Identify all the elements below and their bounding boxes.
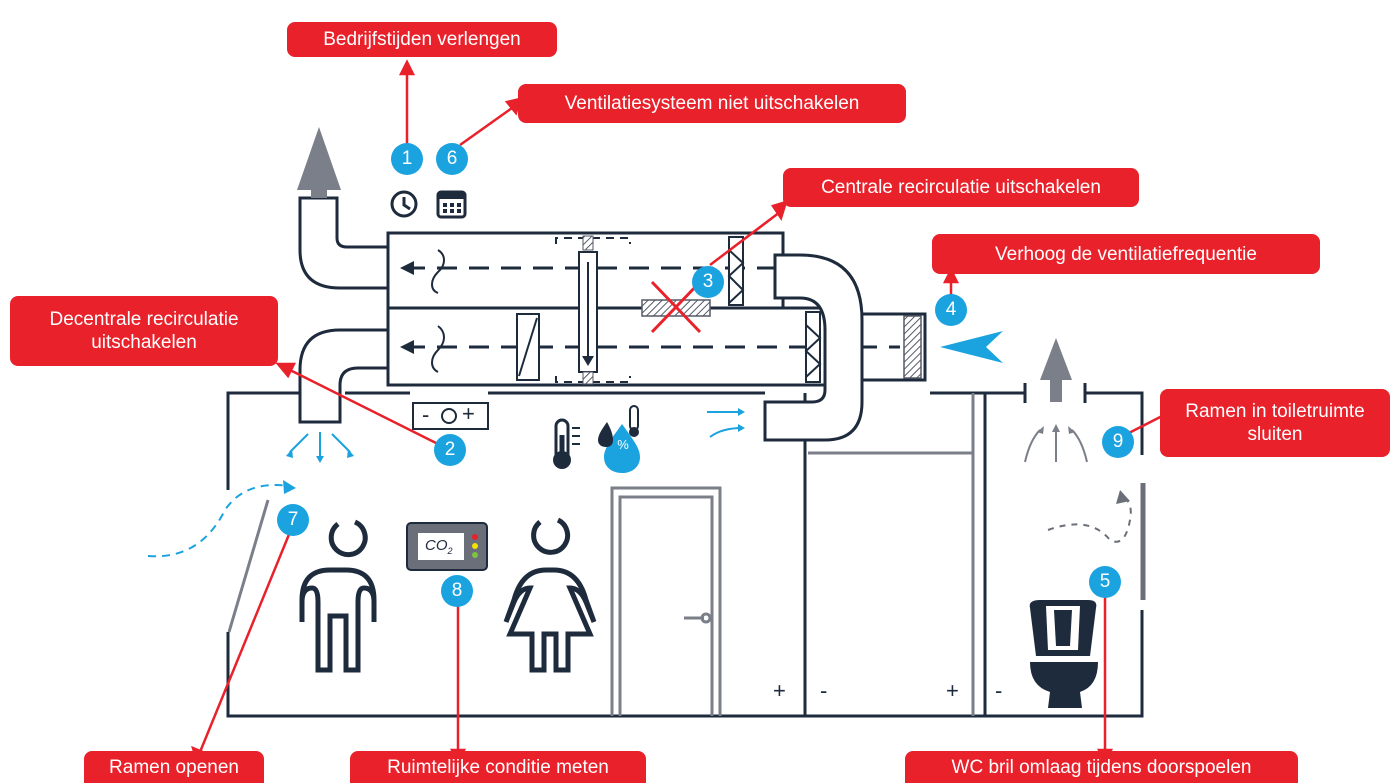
filter-icon (727, 236, 822, 383)
room2-minus-sign: - (820, 678, 828, 703)
co2-label: CO2 (425, 537, 453, 556)
humidity-percent-label: % (617, 437, 629, 452)
callout-ruimtelijke-conditie-meten: Ruimtelijke conditie meten (350, 751, 646, 783)
intake-arrow (940, 331, 1003, 363)
toilet-icon (1029, 600, 1098, 708)
callout-ramen-in-toiletruimte-sluiten: Ramen in toiletruimte sluiten (1160, 389, 1390, 457)
badge-8: 8 (441, 575, 473, 607)
badge-9: 9 (1102, 426, 1134, 458)
humidity-icon (598, 405, 640, 473)
supply-duct (286, 328, 390, 463)
badge-5: 5 (1089, 566, 1121, 598)
badge-3: 3 (692, 266, 724, 298)
window-open (147, 480, 296, 633)
callout-centrale-recirculatie-uitschakelen: Centrale recirculatie uitschakelen (783, 168, 1139, 207)
room1-plus-sign: + (773, 678, 786, 703)
badge-1: 1 (391, 143, 423, 175)
clock-icon (390, 190, 418, 218)
callout-ramen-openen: Ramen openen (84, 751, 264, 783)
man-icon (299, 519, 377, 673)
extract-airflow (707, 411, 743, 438)
thermometer-icon (553, 418, 580, 469)
badge-2: 2 (434, 434, 466, 466)
building-outline (226, 391, 1144, 718)
control-plus-sign: + (462, 401, 475, 426)
callout-verhoog-ventilatiefrequentie: Verhoog de ventilatiefrequentie (932, 234, 1320, 274)
toilet-exhaust (1023, 338, 1088, 463)
callout-ventilatiesysteem-niet-uitschakelen: Ventilatiesysteem niet uitschakelen (518, 84, 906, 123)
co2-subscript: 2 (447, 546, 453, 556)
fan-speed-control (412, 402, 489, 430)
callout-wc-bril-omlaag: WC bril omlaag tijdens doorspoelen (905, 751, 1298, 783)
control-minus-sign: - (422, 402, 430, 427)
badge-4: 4 (935, 294, 967, 326)
toilet-window (1047, 483, 1146, 600)
return-duct (707, 253, 864, 442)
room3-minus-sign: - (995, 678, 1003, 703)
air-handling-unit (386, 231, 827, 387)
calendar-icon (436, 190, 467, 219)
badge-7: 7 (277, 504, 309, 536)
woman-icon (503, 517, 597, 673)
callout-decentrale-recirculatie-uitschakelen: Decentrale recirculatie uitschakelen (10, 296, 278, 366)
exhaust-duct (297, 127, 390, 290)
fan-icon (431, 249, 445, 373)
supply-airflow (289, 432, 351, 460)
callout-bedrijfstijden-verlengen: Bedrijfstijden verlengen (287, 22, 557, 57)
co2-meter-icon (406, 522, 488, 571)
badge-6: 6 (436, 143, 468, 175)
room2-plus-sign: + (946, 678, 959, 703)
corridor (808, 393, 975, 716)
co2-text: CO (425, 537, 448, 554)
door-icon (610, 486, 722, 716)
